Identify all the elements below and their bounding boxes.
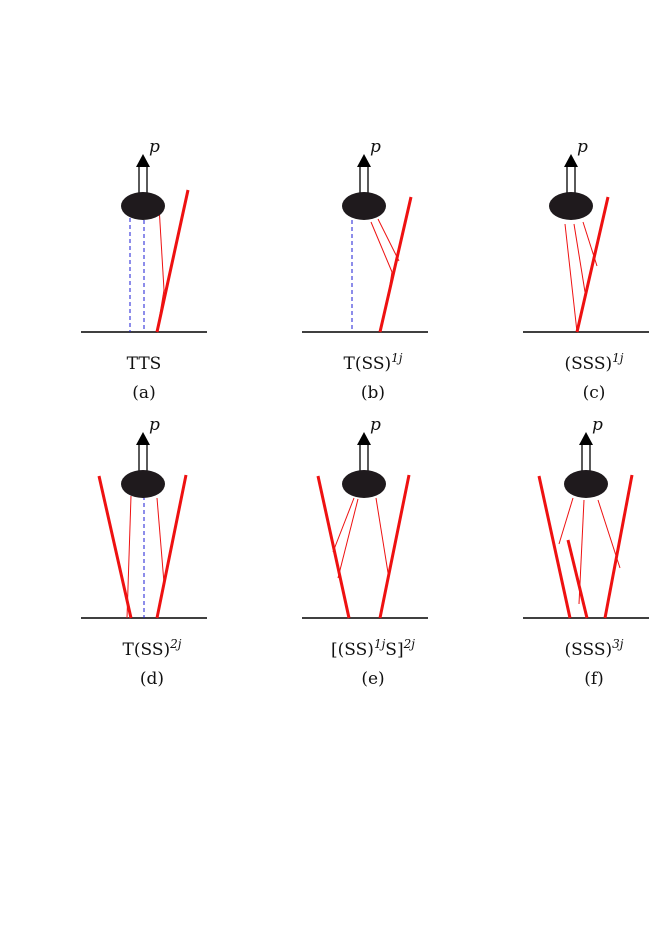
panel-caption: T(SS)1j bbox=[344, 351, 403, 374]
hadron-blob bbox=[564, 470, 608, 498]
panel-f: p (SSS)3j (f) bbox=[523, 415, 649, 689]
soft-line bbox=[377, 218, 400, 262]
caption-name: (SSS) bbox=[565, 354, 613, 374]
panel-tag: (a) bbox=[132, 383, 155, 403]
panel-caption: (SSS)3j bbox=[565, 637, 624, 660]
soft-line bbox=[564, 223, 578, 333]
caption-superscript: 2j bbox=[169, 637, 182, 651]
hadron-blob bbox=[342, 192, 386, 220]
caption-inner-superscript: 1j bbox=[374, 637, 386, 651]
panel-e: p [(SS)1jS]2j (e) bbox=[302, 415, 428, 689]
arrow-head-icon bbox=[357, 432, 371, 445]
panel-tag: (f) bbox=[584, 669, 604, 689]
caption-name-rest: S] bbox=[385, 640, 403, 660]
panel-tag: (d) bbox=[140, 669, 164, 689]
panel-c: p (SSS)1j (c) bbox=[523, 137, 649, 403]
hard-line bbox=[155, 474, 188, 619]
panel-tag: (e) bbox=[361, 669, 384, 689]
hard-line bbox=[566, 539, 589, 619]
panel-tag: (c) bbox=[583, 383, 606, 403]
soft-line bbox=[375, 497, 390, 580]
caption-name: T(SS) bbox=[123, 640, 171, 660]
momentum-label: p bbox=[149, 137, 160, 157]
hadron-blob bbox=[121, 192, 165, 220]
caption-name: [(SS) bbox=[331, 640, 374, 660]
hard-line bbox=[603, 474, 634, 619]
hard-line bbox=[537, 475, 572, 619]
hadron-blob bbox=[121, 470, 165, 498]
soft-line bbox=[332, 497, 355, 553]
caption-name: TTS bbox=[127, 354, 162, 374]
soft-line bbox=[573, 223, 586, 293]
caption-superscript: 2j bbox=[403, 637, 416, 651]
hard-line bbox=[378, 196, 413, 333]
arrow-head-icon bbox=[579, 432, 593, 445]
panel-b: pT(SS)1j (b) bbox=[302, 137, 428, 403]
caption-name: (SSS) bbox=[565, 640, 613, 660]
momentum-label: p bbox=[577, 137, 588, 157]
panel-tag: (b) bbox=[361, 383, 385, 403]
hard-line bbox=[378, 474, 411, 619]
caption-superscript: 1j bbox=[391, 351, 403, 365]
hard-line bbox=[97, 475, 133, 619]
soft-line bbox=[558, 497, 574, 545]
momentum-label: p bbox=[149, 415, 160, 435]
panel-caption: [(SS)1jS]2j bbox=[331, 637, 415, 660]
caption-superscript: 1j bbox=[612, 351, 624, 365]
arrow-head-icon bbox=[357, 154, 371, 167]
hard-line bbox=[155, 189, 190, 333]
hard-line bbox=[575, 196, 610, 333]
momentum-label: p bbox=[592, 415, 603, 435]
panel-caption: (SSS)1j bbox=[565, 351, 624, 374]
caption-name: T(SS) bbox=[344, 354, 392, 374]
soft-line bbox=[156, 497, 165, 584]
arrow-head-icon bbox=[136, 154, 150, 167]
caption-superscript: 3j bbox=[612, 637, 624, 651]
momentum-label: p bbox=[370, 137, 381, 157]
soft-line bbox=[370, 221, 393, 273]
panel-caption: T(SS)2j bbox=[123, 637, 182, 660]
arrow-head-icon bbox=[136, 432, 150, 445]
soft-line bbox=[337, 498, 359, 579]
soft-line bbox=[158, 205, 165, 291]
momentum-label: p bbox=[370, 415, 381, 435]
panel-d: pT(SS)2j (d) bbox=[81, 415, 207, 689]
hadron-blob bbox=[342, 470, 386, 498]
hard-line bbox=[316, 475, 351, 619]
arrow-head-icon bbox=[564, 154, 578, 167]
panel-caption: TTS bbox=[127, 354, 162, 374]
hadron-blob bbox=[549, 192, 593, 220]
